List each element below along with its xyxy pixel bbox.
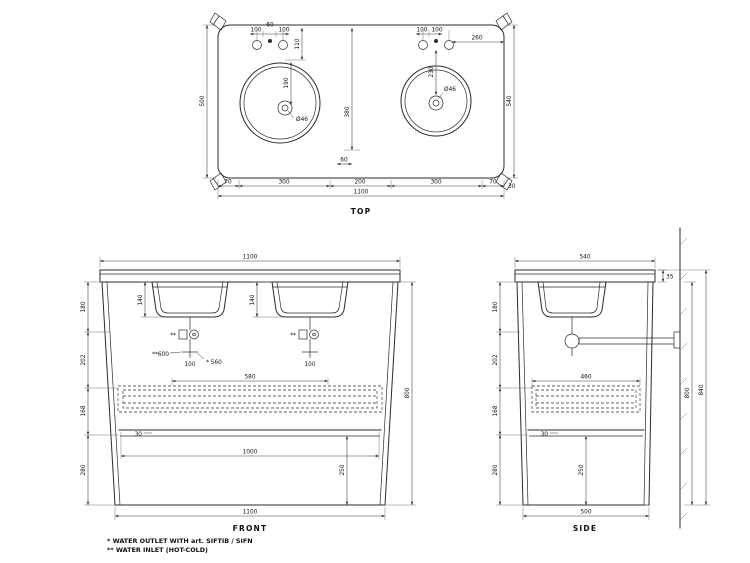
- dim-label: 30: [541, 432, 549, 438]
- dim-label: 250: [340, 464, 346, 475]
- dim-label: 100: [431, 28, 442, 34]
- top-view-dimensions: [203, 24, 518, 199]
- dim-label: 70: [224, 180, 232, 186]
- dim-label: 202: [493, 354, 499, 365]
- side-legs: [516, 281, 654, 506]
- notes: * WATER OUTLET WITH art. SIFTIB / SIFN *…: [107, 537, 253, 554]
- dim-label: 500: [200, 95, 206, 106]
- side-view-dimensions: [496, 257, 710, 520]
- front-view-dimensions: [84, 257, 416, 520]
- front-shelf: [114, 429, 386, 506]
- front-legs: [101, 281, 399, 506]
- dim-label: 168: [81, 405, 87, 416]
- front-countertop: [99, 269, 401, 283]
- corner-brackets: [209, 12, 513, 191]
- dim-label: 250: [579, 464, 585, 475]
- dim-label: 300: [278, 180, 289, 186]
- dim-label: 180: [493, 301, 499, 312]
- dim-label: 168: [493, 405, 499, 416]
- dim-label: 280: [493, 464, 499, 475]
- right-drain: [428, 95, 444, 111]
- side-basin: [537, 281, 607, 318]
- dim-label: 60: [340, 158, 348, 164]
- dim-label: 230: [429, 66, 435, 77]
- dim-label: 580: [244, 375, 255, 381]
- dim-label: 30: [135, 432, 143, 438]
- dim-label: 180: [81, 301, 87, 312]
- dim-label: 540: [579, 255, 590, 261]
- front-drawer-dashed: [117, 385, 383, 413]
- countertop-outline: [217, 24, 505, 179]
- dim-label: 140: [250, 294, 256, 305]
- dim-label: 100: [184, 362, 195, 368]
- dim-label: 460: [580, 375, 591, 381]
- left-drain: [277, 100, 293, 116]
- front-view: 1100 140 140 ** ** **600 100 100 * 560 5…: [81, 255, 416, 533]
- dim-label: 500: [580, 510, 591, 516]
- dim-label: 110: [295, 38, 301, 49]
- top-view: 100 60 100 110 190 380 60 100 100 260 23…: [200, 12, 518, 216]
- dim-label: 260: [471, 36, 482, 42]
- note-water-outlet: * WATER OUTLET WITH art. SIFTIB / SIFN: [107, 537, 253, 545]
- right-mixer-trap: [298, 317, 319, 358]
- dim-label: 70: [489, 180, 497, 186]
- dim-label: 1100: [243, 510, 258, 516]
- drain-diameter-label: Ø46: [444, 86, 456, 93]
- dim-label: 30: [508, 184, 516, 190]
- dim-label: 1000: [243, 450, 258, 456]
- dim-label: 202: [81, 354, 87, 365]
- dim-label: 60: [266, 23, 274, 29]
- faucet-holes: [252, 39, 454, 50]
- dim-label: 100: [250, 28, 261, 34]
- view-title-side: SIDE: [573, 524, 597, 533]
- note-water-inlet: ** WATER INLET (HOT-COLD): [107, 546, 208, 554]
- view-title-front: FRONT: [233, 524, 268, 533]
- dim-label: 200: [354, 180, 365, 186]
- dim-label: 190: [284, 77, 290, 88]
- dim-label: 100: [278, 28, 289, 34]
- wall-hatching: [679, 237, 688, 521]
- dim-label: 800: [685, 387, 691, 398]
- dim-label: * 560: [206, 360, 222, 366]
- dim-label: 380: [345, 106, 351, 117]
- inlet-mark: **: [290, 333, 296, 339]
- inlet-mark: **: [170, 333, 176, 339]
- dim-label: 540: [507, 95, 513, 106]
- dim-label: 800: [405, 387, 411, 398]
- wall-flange: [673, 331, 681, 349]
- side-countertop: [514, 269, 656, 283]
- dim-label: **600: [152, 352, 169, 358]
- dim-label: 300: [430, 180, 441, 186]
- dim-label: 140: [138, 294, 144, 305]
- side-siphon: [564, 317, 681, 356]
- view-title-top: TOP: [351, 207, 372, 216]
- front-right-basin: [271, 281, 349, 318]
- dim-label: 1100: [243, 255, 258, 261]
- left-mixer-trap: [178, 317, 199, 358]
- dim-label: 280: [81, 464, 87, 475]
- dim-label: 840: [699, 384, 705, 395]
- drain-diameter-label: Ø46: [296, 116, 308, 123]
- side-drawer-dashed: [531, 385, 641, 413]
- front-left-basin: [151, 281, 229, 318]
- dim-label: 1100: [354, 190, 369, 196]
- dim-label: 100: [304, 362, 315, 368]
- dim-label: 35: [666, 275, 674, 281]
- dim-label: 100: [416, 28, 427, 34]
- side-view: 540 35 460 30 250 500 180 202 168 280 80…: [493, 227, 710, 533]
- left-basin-top: [239, 62, 321, 144]
